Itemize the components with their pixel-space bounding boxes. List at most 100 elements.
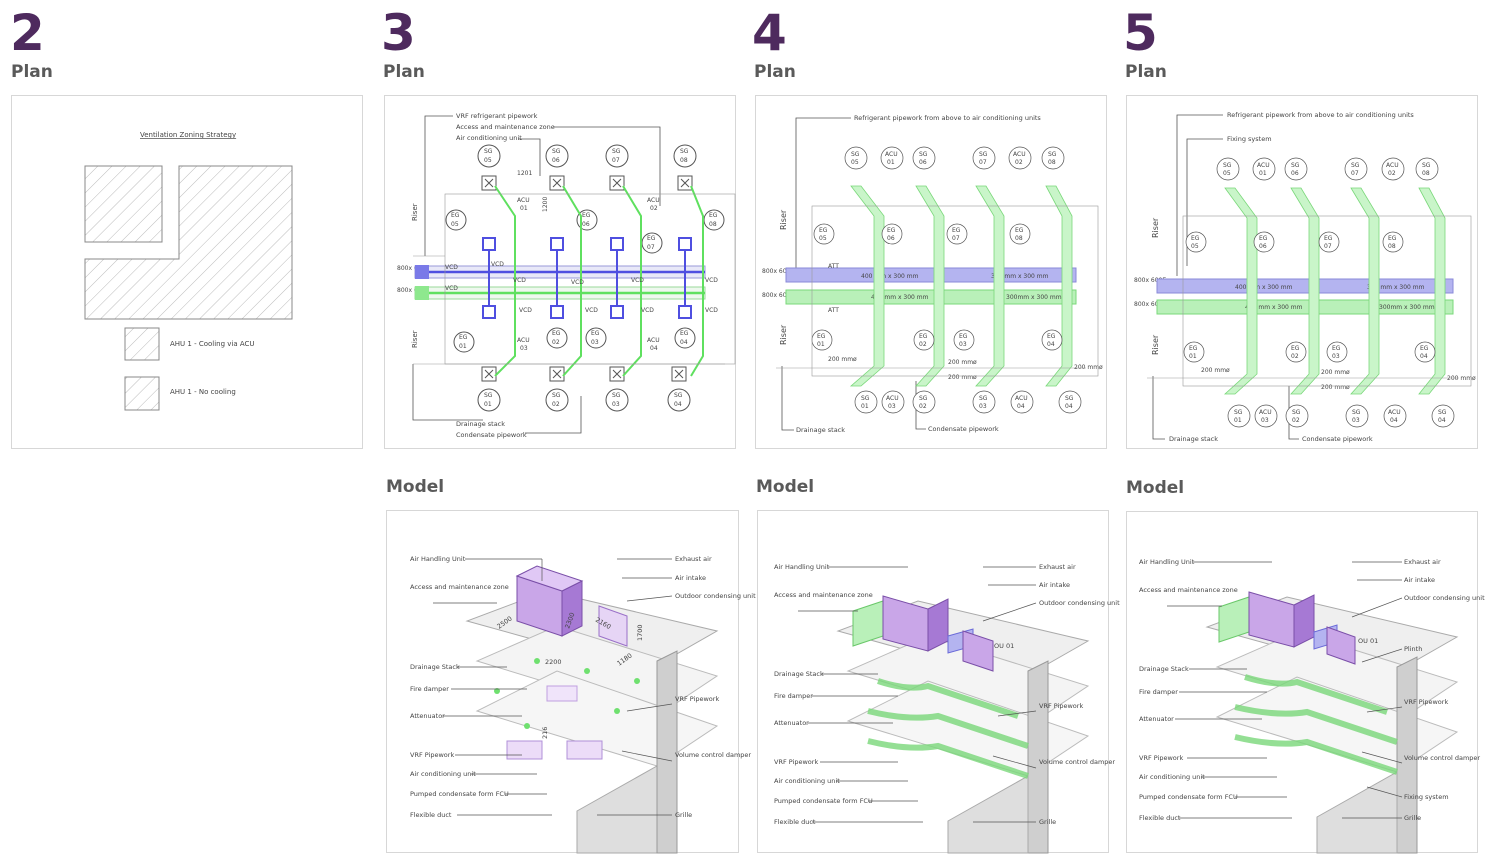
svg-text:SG: SG [1351, 162, 1360, 169]
svg-text:Exhaust air: Exhaust air [1404, 558, 1441, 566]
svg-text:Flexible duct: Flexible duct [1139, 814, 1181, 822]
svg-text:01: 01 [1189, 353, 1197, 360]
svg-text:Drainage Stack: Drainage Stack [410, 663, 460, 671]
svg-text:ACU: ACU [885, 151, 898, 158]
svg-text:EG: EG [919, 333, 928, 340]
callout-label: Drainage stack [1169, 435, 1218, 443]
svg-text:Riser: Riser [1151, 217, 1160, 238]
plan-label: Plan [11, 62, 53, 82]
svg-text:05: 05 [819, 235, 827, 242]
callout-label: Condensate pipework [928, 425, 999, 433]
svg-text:VRF Pipework: VRF Pipework [410, 751, 454, 759]
svg-text:EG: EG [1047, 333, 1056, 340]
svg-text:Volume control damper: Volume control damper [1404, 754, 1480, 762]
model-5-panel: Air Handling Unit Access and maintenance… [1126, 511, 1485, 854]
svg-text:VCD: VCD [585, 307, 598, 314]
svg-text:EG: EG [952, 227, 961, 234]
svg-text:EG: EG [709, 212, 718, 219]
svg-text:02: 02 [650, 205, 658, 212]
svg-text:VCD: VCD [705, 277, 718, 284]
stage-number: 3 [381, 4, 416, 62]
svg-text:ACU: ACU [517, 337, 530, 344]
svg-text:ACU: ACU [647, 337, 660, 344]
svg-text:01: 01 [817, 341, 825, 348]
svg-text:Outdoor condensing unit: Outdoor condensing unit [1404, 594, 1485, 602]
duct-size: 400 mm x 300 mm [871, 294, 929, 301]
svg-text:SG: SG [979, 395, 988, 402]
svg-text:SG: SG [612, 392, 621, 399]
svg-text:04: 04 [680, 339, 688, 346]
svg-text:OU 01: OU 01 [1358, 637, 1378, 645]
svg-text:02: 02 [1291, 353, 1299, 360]
svg-text:SG: SG [552, 148, 561, 155]
svg-text:VRF Pipework: VRF Pipework [675, 695, 719, 703]
svg-text:Fire damper: Fire damper [1139, 688, 1178, 696]
svg-text:08: 08 [1422, 170, 1430, 177]
callout-label: Drainage stack [456, 420, 505, 428]
svg-text:ACU: ACU [1013, 151, 1026, 158]
svg-text:Air conditioning unit: Air conditioning unit [774, 777, 840, 785]
svg-text:200 mmø: 200 mmø [1201, 367, 1230, 374]
svg-text:VCD: VCD [491, 261, 504, 268]
svg-text:2200: 2200 [545, 658, 562, 666]
plan-label: Plan [1125, 62, 1167, 82]
svg-text:1700: 1700 [636, 624, 644, 641]
callout-label: Condensate pipework [456, 431, 527, 439]
svg-text:ACU: ACU [517, 197, 530, 204]
svg-text:Air Handling Unit: Air Handling Unit [774, 563, 830, 571]
svg-text:03: 03 [888, 403, 896, 410]
svg-text:SG: SG [680, 148, 689, 155]
svg-text:Pumped condensate form FCU: Pumped condensate form FCU [1139, 793, 1238, 801]
legend-swatch [124, 327, 160, 361]
svg-text:01: 01 [887, 159, 895, 166]
svg-text:ACU: ACU [1259, 409, 1272, 416]
svg-text:216: 216 [541, 727, 549, 739]
svg-text:05: 05 [851, 159, 859, 166]
svg-text:02: 02 [1388, 170, 1396, 177]
duct-size-label: 800x 600E [397, 265, 429, 272]
svg-text:EG: EG [887, 227, 896, 234]
svg-text:08: 08 [1015, 235, 1023, 242]
callout-label: Air conditioning unit [456, 134, 522, 142]
svg-text:07: 07 [979, 159, 987, 166]
callout-label: Fixing system [1227, 135, 1272, 143]
svg-text:EG: EG [1259, 235, 1268, 242]
svg-text:08: 08 [1388, 243, 1396, 250]
svg-text:07: 07 [612, 157, 620, 164]
svg-text:SG: SG [674, 392, 683, 399]
plan-2-panel: Ventilation Zoning Strategy AHU 1 - Cool… [11, 95, 363, 449]
stage-number: 5 [1123, 4, 1158, 62]
svg-text:Fire damper: Fire damper [774, 692, 813, 700]
riser-label: Riser [779, 209, 788, 230]
svg-text:VCD: VCD [705, 307, 718, 314]
svg-text:05: 05 [484, 157, 492, 164]
svg-text:200 mmø: 200 mmø [1447, 375, 1476, 382]
svg-text:EG: EG [1191, 235, 1200, 242]
svg-text:EG: EG [591, 330, 600, 337]
legend-label: AHU 1 - No cooling [170, 388, 236, 396]
svg-text:08: 08 [680, 157, 688, 164]
model-3-drawing: Air Handling Unit Access and maintenance… [410, 555, 756, 854]
svg-text:EG: EG [1015, 227, 1024, 234]
svg-text:02: 02 [552, 339, 560, 346]
callout-label: Drainage stack [796, 426, 845, 434]
svg-text:800x 600E: 800x 600E [762, 268, 794, 275]
svg-text:05: 05 [1191, 243, 1199, 250]
svg-text:ACU: ACU [1386, 162, 1399, 169]
svg-text:03: 03 [979, 403, 987, 410]
svg-text:Riser: Riser [1151, 334, 1160, 355]
model-label: Model [756, 477, 815, 497]
svg-text:SG: SG [612, 148, 621, 155]
svg-text:SG: SG [1065, 395, 1074, 402]
svg-text:200 mmø: 200 mmø [1074, 364, 1103, 371]
svg-text:Air intake: Air intake [675, 574, 706, 582]
svg-text:SG: SG [484, 392, 493, 399]
svg-text:02: 02 [919, 403, 927, 410]
svg-text:EG: EG [1189, 345, 1198, 352]
svg-text:SG: SG [861, 395, 870, 402]
svg-text:300 mm x 300 mm: 300 mm x 300 mm [1367, 284, 1425, 291]
callout-label: VRF refrigerant pipework [456, 112, 538, 120]
svg-text:EG: EG [647, 235, 656, 242]
svg-text:ACU: ACU [1257, 162, 1270, 169]
svg-text:EG: EG [819, 227, 828, 234]
